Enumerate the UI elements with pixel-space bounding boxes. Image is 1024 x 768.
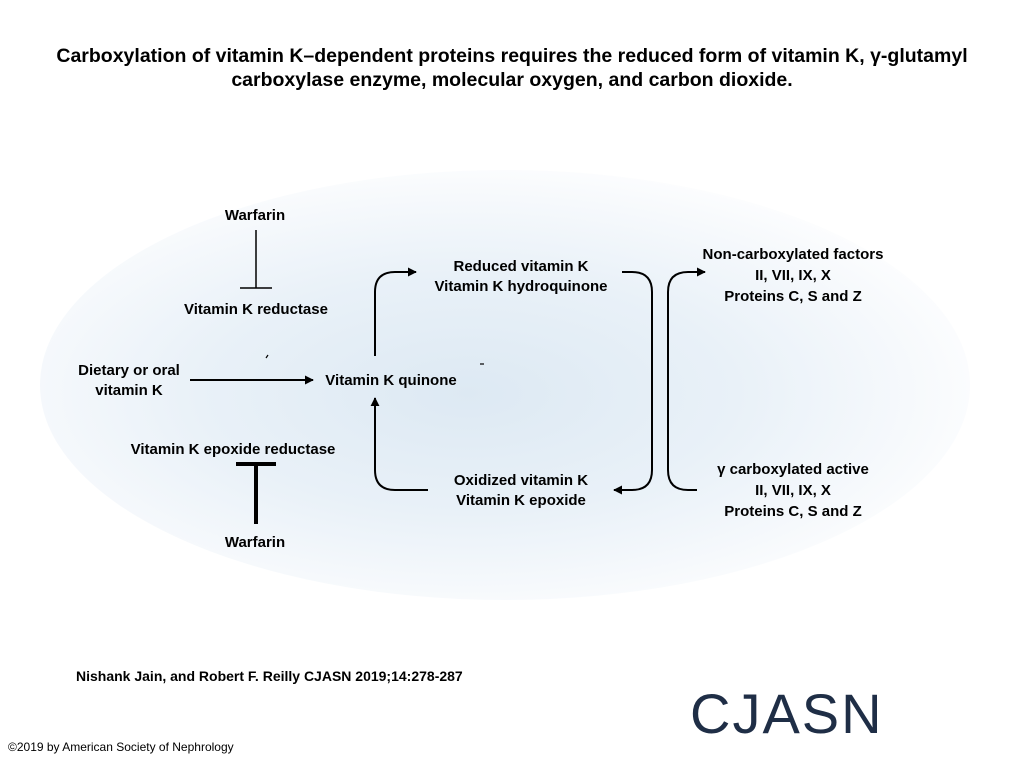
vitamin-k-reductase-label: Vitamin K reductase: [184, 301, 328, 318]
oxidized-vitamin-k-label: Oxidized vitamin K: [453, 472, 589, 489]
copyright-notice: ©2019 by American Society of Nephrology: [8, 740, 234, 754]
carboxylated-label-line1: γ carboxylated active: [717, 461, 869, 478]
warfarin-top-label: Warfarin: [224, 207, 286, 224]
carboxylated-label-line2: II, VII, IX, X: [755, 482, 831, 499]
citation: Nishank Jain, and Robert F. Reilly CJASN…: [76, 668, 463, 684]
vitamin-k-quinone-label: Vitamin K quinone: [325, 372, 457, 389]
reduced-vitamin-k-label: Reduced vitamin K: [453, 258, 589, 275]
noncarboxylated-label-line3: Proteins C, S and Z: [724, 288, 862, 305]
background-glow: [40, 170, 970, 600]
carboxylation-bracket: [667, 267, 706, 491]
warfarin-bottom-label: Warfarin: [224, 534, 286, 551]
vitamin-k-epoxide-label: Vitamin K epoxide: [456, 492, 586, 509]
cjasn-logo: CJASN: [690, 682, 884, 745]
noncarboxylated-label-line1: Non-carboxylated factors: [702, 246, 884, 263]
reduced-to-oxidized-arrow: [613, 271, 653, 495]
epoxide-reductase-label: Vitamin K epoxide reductase: [130, 441, 336, 458]
stray-mark-1: [265, 354, 269, 359]
carboxylated-label-line3: Proteins C, S and Z: [724, 503, 862, 520]
hydroquinone-label: Vitamin K hydroquinone: [434, 278, 608, 295]
oxidized-to-quinone-arrow: [370, 397, 428, 491]
noncarboxylated-label-line2: II, VII, IX, X: [755, 267, 831, 284]
slide-title: Carboxylation of vitamin K–dependent pro…: [56, 45, 968, 91]
quinone-to-reduced-arrow: [374, 267, 417, 356]
dietary-label-line1: Dietary or oral: [78, 362, 180, 379]
dietary-label-line2: vitamin K: [95, 382, 163, 399]
